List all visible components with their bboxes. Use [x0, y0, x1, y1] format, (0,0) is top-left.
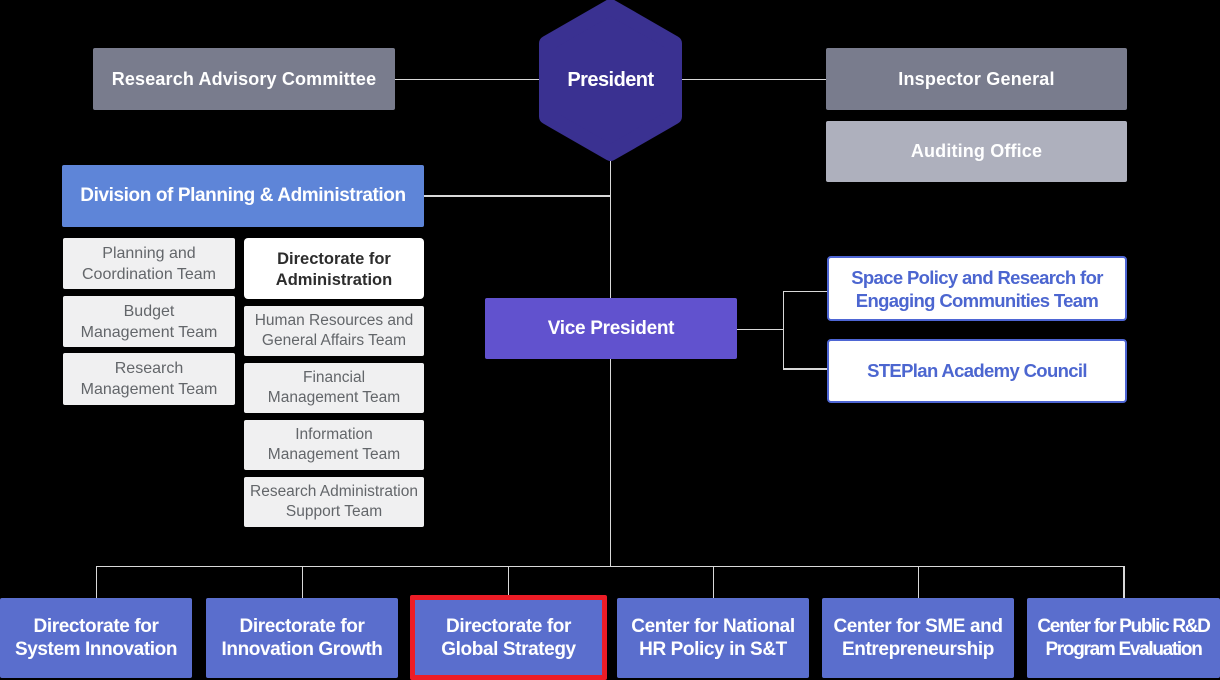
svg-text:President: President: [567, 69, 654, 91]
